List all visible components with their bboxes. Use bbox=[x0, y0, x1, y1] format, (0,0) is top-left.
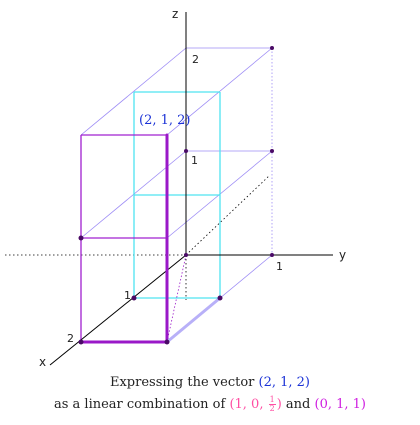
x-tick-2: 2 bbox=[67, 332, 74, 345]
axes bbox=[49, 12, 333, 366]
caption-conjunction: and bbox=[285, 397, 311, 412]
z-axis-label: z bbox=[172, 7, 178, 21]
magenta-box bbox=[80, 134, 167, 342]
main-vector bbox=[79, 133, 222, 344]
x-axis-label: x bbox=[39, 355, 46, 369]
z-tick-2: 2 bbox=[192, 53, 199, 66]
y-axis-label: y bbox=[339, 248, 346, 262]
x-axis bbox=[49, 254, 187, 366]
z-tick-1: 1 bbox=[191, 154, 198, 167]
caption-line-1: Expressing the vector (2, 1, 2) bbox=[0, 372, 420, 394]
caption: Expressing the vector (2, 1, 2) as a lin… bbox=[0, 372, 420, 416]
y-tick-1: 1 bbox=[276, 260, 283, 273]
x-tick-1: 1 bbox=[124, 289, 131, 302]
caption-vector: (2, 1, 2) bbox=[258, 375, 311, 390]
neg-x-axis bbox=[185, 174, 271, 256]
cyan-box bbox=[133, 91, 221, 299]
caption-line2-prefix: as a linear combination of bbox=[53, 397, 226, 412]
points bbox=[78, 46, 274, 345]
caption-prefix: Expressing the vector bbox=[109, 375, 255, 390]
vector-diagonal-segment bbox=[165, 296, 222, 344]
point-label: (2, 1, 2) bbox=[139, 113, 191, 128]
vector-b: (0, 1, 1) bbox=[314, 397, 367, 412]
negative-axes bbox=[5, 174, 271, 300]
